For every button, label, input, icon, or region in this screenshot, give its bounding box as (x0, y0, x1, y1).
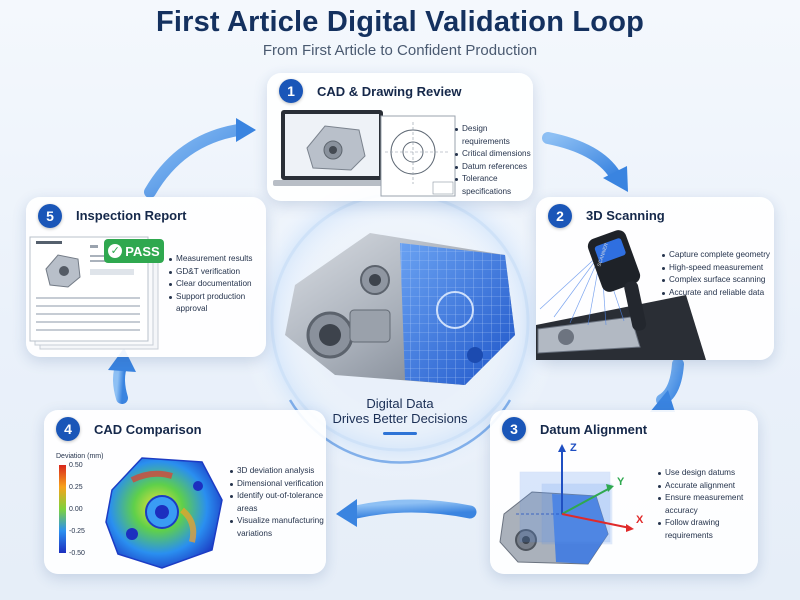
deviation-legend-title: Deviation (mm) (56, 453, 104, 460)
page-title: First Article Digital Validation Loop (155, 6, 645, 38)
step-bullets: Measurement results GD&T verification Cl… (169, 253, 263, 316)
bullet: Tolerance specifications (455, 173, 531, 198)
bullet: Dimensional verification (230, 478, 324, 491)
step-bullets: Design requirements Critical dimensions … (455, 123, 531, 199)
bullet: Clear documentation (169, 278, 263, 291)
bullet: Accurate and reliable data (662, 287, 772, 300)
arrow-5-to-1-head (236, 118, 256, 142)
bullet: Design requirements (455, 123, 531, 148)
bullet: Support production approval (169, 291, 263, 316)
step-title: Inspection Report (76, 208, 187, 223)
tick-label: 0.00 (69, 506, 83, 513)
arrow-3-to-4-head (336, 499, 357, 527)
step-bullets: Capture complete geometry High-speed mea… (662, 249, 772, 299)
bullet: Measurement results (169, 253, 263, 266)
step-bullets: Use design datums Accurate alignment Ens… (658, 467, 756, 543)
step-card-cad-review: 1 CAD & Drawing Review Design requiremen… (267, 73, 533, 201)
step-card-datum-alignment: 3 Datum Alignment Z Y X Use design datum… (490, 410, 758, 574)
arrow-5-to-1 (144, 124, 244, 198)
page-subtitle: From First Article to Confident Producti… (262, 42, 538, 59)
tick-label: 0.50 (69, 462, 83, 469)
center-caption-line2: Drives Better Decisions (332, 411, 468, 426)
datum-alignment-illustration (499, 444, 634, 565)
center-caption: Digital Data Drives Better Decisions (320, 396, 480, 426)
step-title: CAD & Drawing Review (317, 84, 462, 99)
bullet: 3D deviation analysis (230, 465, 324, 478)
scanner-icon (536, 230, 706, 360)
step-title: Datum Alignment (540, 422, 648, 437)
tick-label: -0.25 (69, 528, 85, 535)
step-badge: 1 (279, 79, 303, 103)
step-badge: 5 (38, 204, 62, 228)
step-title: CAD Comparison (94, 422, 202, 437)
bullet: Use design datums (658, 467, 756, 480)
step-card-3d-scanning: 2 3D Scanning SCANNER Capture complete g… (536, 197, 774, 360)
bullet: Datum references (455, 161, 531, 174)
arrow-4-to-5-head (108, 348, 136, 372)
bullet: Accurate alignment (658, 480, 756, 493)
deviation-map-illustration (105, 457, 223, 569)
step-badge: 3 (502, 417, 526, 441)
pass-label: PASS (125, 243, 160, 259)
check-icon: ✓ (108, 244, 123, 258)
bullet: Critical dimensions (455, 148, 531, 161)
arrow-3-to-4 (349, 499, 477, 519)
deviation-ticks: 0.50 0.25 0.00 -0.25 -0.50 (69, 462, 99, 558)
step-card-inspection-report: 5 Inspection Report ✓ PASS Measurement r… (26, 197, 266, 357)
axis-z-label: Z (570, 442, 577, 454)
pass-badge: ✓ PASS (104, 239, 164, 263)
bullet: Visualize manufacturing variations (230, 515, 324, 540)
deviation-color-bar (59, 465, 66, 553)
laptop-drawing-icon (273, 110, 456, 197)
bullet: High-speed measurement (662, 262, 772, 275)
arrow-2-to-3-head (650, 390, 675, 412)
step-badge: 4 (56, 417, 80, 441)
bullet: GD&T verification (169, 266, 263, 279)
axis-y-label: Y (617, 476, 625, 488)
axis-x-label: X (636, 514, 644, 526)
tick-label: 0.25 (69, 484, 83, 491)
arrow-1-to-2-head (603, 166, 628, 192)
bullet: Follow drawing requirements (658, 517, 756, 542)
step-bullets: 3D deviation analysis Dimensional verifi… (230, 465, 324, 541)
arrow-1-to-2 (542, 132, 621, 181)
bullet: Ensure measurement accuracy (658, 492, 756, 517)
bullet: Complex surface scanning (662, 274, 772, 287)
bullet: Identify out-of-tolerance areas (230, 490, 324, 515)
step-card-cad-comparison: 4 CAD Comparison Deviation (mm) 0.50 0.2… (44, 410, 326, 574)
center-underline (383, 432, 417, 435)
center-housing-illustration (285, 233, 515, 385)
step-title: 3D Scanning (586, 208, 665, 223)
bullet: Capture complete geometry (662, 249, 772, 262)
step-badge: 2 (548, 204, 572, 228)
center-caption-line1: Digital Data (366, 396, 434, 411)
tick-label: -0.50 (69, 550, 85, 557)
